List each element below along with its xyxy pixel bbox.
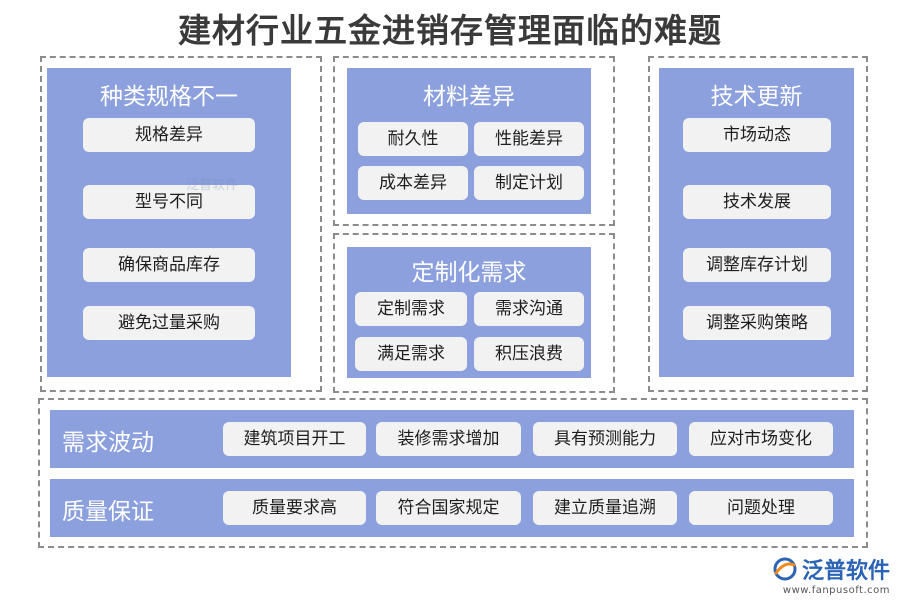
materials-group-frame	[333, 56, 615, 226]
custom-group-frame	[333, 233, 615, 393]
materials-item: 制定计划	[474, 166, 584, 200]
materials-panel: 材料差异 耐久性 性能差异 成本差异 制定计划	[347, 68, 591, 214]
custom-item: 积压浪费	[474, 337, 584, 371]
tech-group-frame	[648, 56, 868, 392]
tech-panel: 技术更新 市场动态 技术发展 调整库存计划 调整采购策略	[659, 68, 854, 377]
bottom-group-frame	[38, 398, 868, 548]
left-item: 规格差异	[83, 118, 255, 152]
left-panel-title: 种类规格不一	[100, 84, 238, 110]
tech-panel-title: 技术更新	[710, 84, 803, 110]
tech-item: 技术发展	[683, 185, 831, 219]
custom-panel: 定制化需求 定制需求 需求沟通 满足需求 积压浪费	[347, 247, 591, 378]
tech-item: 市场动态	[683, 118, 831, 152]
quality-row-label: 质量保证	[62, 499, 154, 525]
brand-logo: 泛普软件 www.fanpusoft.com	[772, 553, 890, 596]
custom-item: 定制需求	[355, 292, 467, 326]
materials-panel-title: 材料差异	[423, 84, 515, 110]
demand-item: 具有预测能力	[533, 422, 677, 456]
demand-item: 装修需求增加	[376, 422, 521, 456]
left-group-frame	[40, 56, 322, 392]
quality-item: 建立质量追溯	[533, 491, 677, 525]
quality-row: 质量保证 质量要求高 符合国家规定 建立质量追溯 问题处理	[50, 479, 854, 537]
demand-row: 需求波动 建筑项目开工 装修需求增加 具有预测能力 应对市场变化	[50, 410, 854, 468]
demand-item: 建筑项目开工	[223, 422, 366, 456]
custom-item: 需求沟通	[474, 292, 584, 326]
quality-item: 质量要求高	[223, 491, 366, 525]
watermark: 泛普软件	[186, 178, 239, 193]
tech-item: 调整采购策略	[683, 306, 831, 340]
left-panel: 种类规格不一 规格差异 型号不同 确保商品库存 避免过量采购	[47, 68, 291, 377]
materials-item: 性能差异	[474, 122, 584, 156]
demand-item: 应对市场变化	[689, 422, 833, 456]
quality-item: 符合国家规定	[376, 491, 521, 525]
demand-row-label: 需求波动	[62, 430, 154, 456]
custom-panel-title: 定制化需求	[411, 260, 527, 286]
logo-name: 泛普软件	[801, 559, 890, 584]
left-item: 确保商品库存	[83, 248, 255, 282]
quality-item: 问题处理	[689, 491, 833, 525]
page-title: 建材行业五金进销存管理面临的难题	[178, 11, 722, 50]
custom-item: 满足需求	[355, 337, 467, 371]
logo-url: www.fanpusoft.com	[782, 585, 890, 596]
fanpu-logo-icon	[773, 557, 797, 581]
left-item: 避免过量采购	[83, 306, 255, 340]
left-item: 型号不同	[83, 185, 255, 219]
materials-item: 成本差异	[358, 166, 468, 200]
tech-item: 调整库存计划	[683, 248, 831, 282]
materials-item: 耐久性	[358, 122, 468, 156]
